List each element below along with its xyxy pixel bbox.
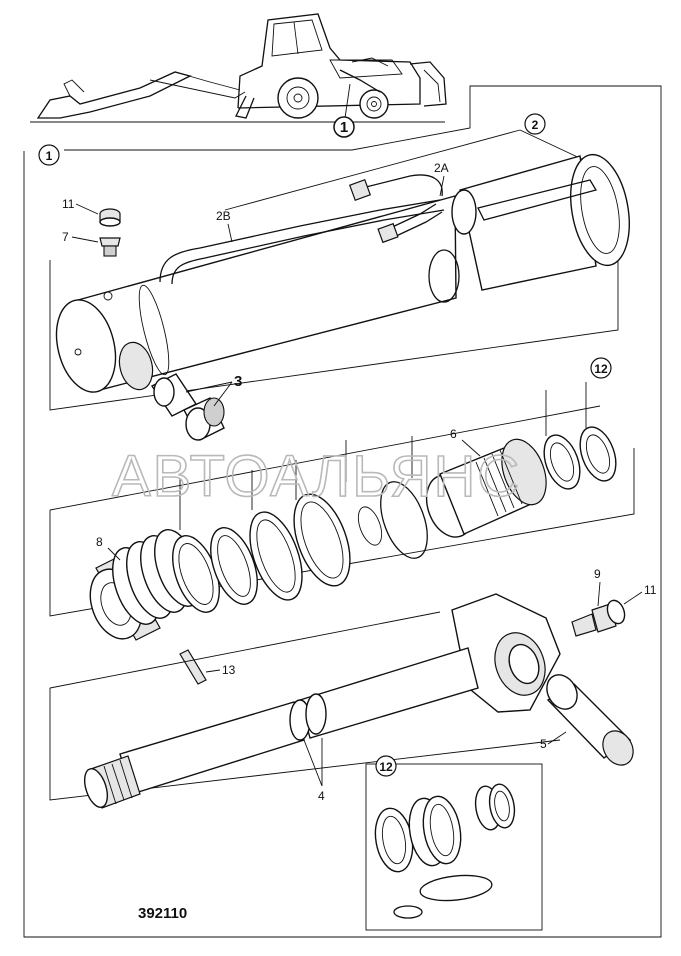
grease-nipple-right	[571, 599, 626, 637]
callout-item-4: 4	[318, 789, 325, 803]
svg-text:1: 1	[340, 119, 348, 136]
watermark: АВТОАЛЬЯНС	[112, 444, 521, 509]
svg-text:12: 12	[594, 362, 608, 376]
callout-item-9: 9	[594, 567, 601, 581]
grease-nipple-cap-left	[99, 208, 121, 227]
svg-text:12: 12	[379, 760, 393, 774]
callout-item-12-upper: 12	[590, 357, 612, 379]
callout-item-11-left: 11	[62, 197, 75, 211]
callout-item-11-right: 11	[644, 583, 657, 597]
callout-item-2b: 2B	[216, 209, 231, 223]
cylinder-barrel	[55, 195, 457, 393]
callout-assembly-1-frame: 1	[38, 144, 60, 166]
bush-pair	[150, 373, 225, 441]
callout-assembly-1-top: 1	[333, 116, 355, 138]
seal-kit-parts	[374, 783, 516, 919]
callout-item-6: 6	[450, 427, 457, 441]
callout-item-13: 13	[222, 663, 236, 677]
svg-text:1: 1	[46, 149, 53, 163]
seal-rings-group	[172, 481, 428, 613]
callout-item-7: 7	[62, 230, 69, 244]
cylinder-head-section	[348, 153, 630, 303]
callout-item-8: 8	[96, 535, 103, 549]
svg-text:2: 2	[532, 118, 539, 132]
piston	[425, 438, 547, 538]
callout-item-2a: 2A	[434, 161, 449, 175]
backhoe-loader-illustration	[30, 13, 447, 123]
callout-item-5: 5	[540, 737, 547, 751]
callout-item-2: 2	[524, 113, 546, 135]
rod-eye-bush	[546, 674, 634, 766]
callout-item-12-kit: 12	[375, 755, 397, 777]
seal-kit-inset	[365, 763, 543, 931]
roll-pin	[179, 649, 207, 685]
piston-rod	[83, 593, 561, 809]
piston-rings-upper	[543, 426, 617, 490]
part-number-label: 392110	[138, 905, 187, 922]
assembly-frame	[23, 85, 662, 938]
grease-nipple-left	[99, 237, 121, 257]
callout-item-3: 3	[234, 373, 242, 390]
